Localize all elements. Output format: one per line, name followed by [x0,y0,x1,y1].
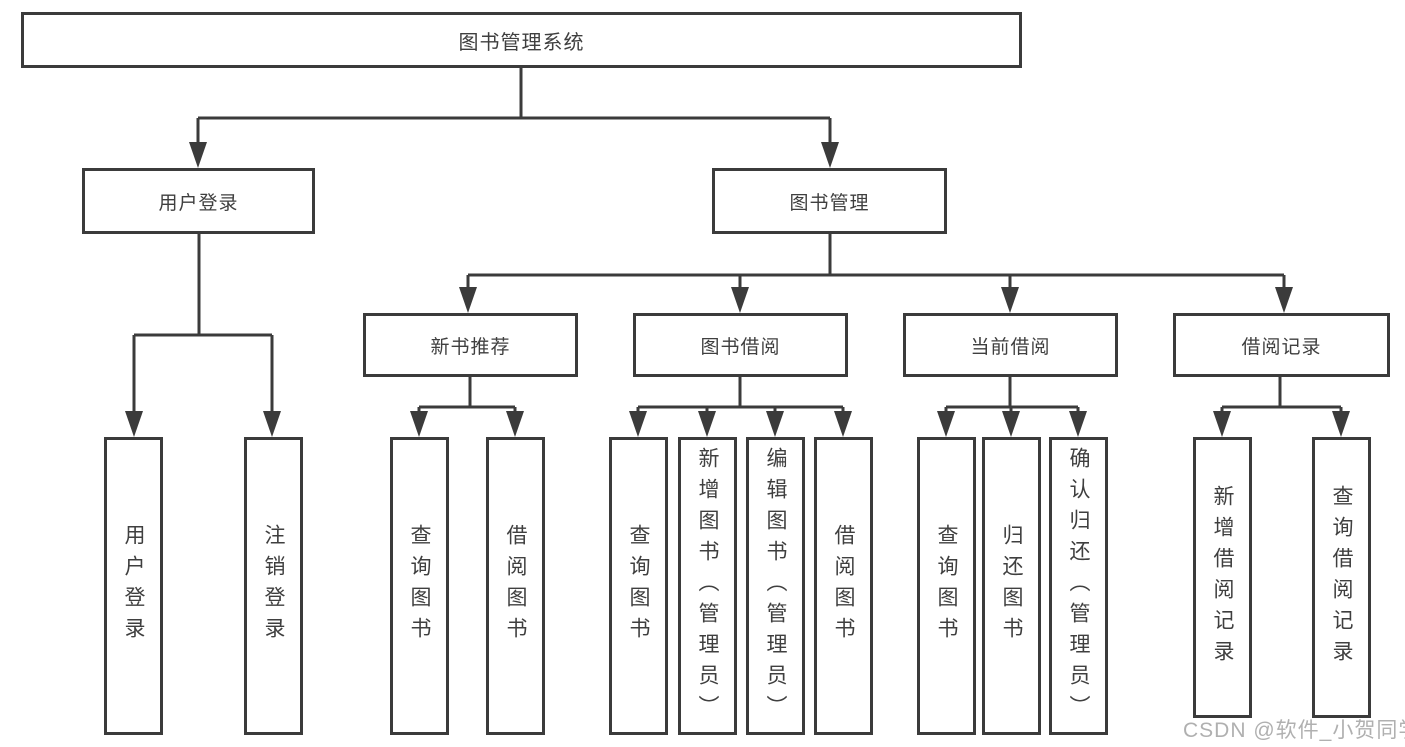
node-label: 确认归还（管理员） [1067,446,1090,726]
connector-book-borrowing-to-leaves [629,377,852,437]
node-label: 图书管理系统 [458,31,585,54]
node-label: 编辑图书（管理员） [764,446,787,726]
node-label: 新增借阅记录 [1211,484,1234,671]
leaf-query-books-3: 查询图书 [917,437,976,735]
node-label: 查询图书 [408,524,431,648]
node-borrowing-records: 借阅记录 [1173,313,1390,377]
node-current-borrowing: 当前借阅 [903,313,1118,377]
leaf-logout: 注销登录 [244,437,303,735]
leaf-add-borrow-record: 新增借阅记录 [1193,437,1252,718]
node-label: 用户登录 [158,192,239,214]
connector-user-login-to-leaves [125,234,281,437]
connector-borrowing-records-to-leaves [1213,377,1350,437]
leaf-borrow-books-1: 借阅图书 [486,437,545,735]
node-label: 借阅图书 [832,524,855,648]
node-label: 新增图书（管理员） [696,446,719,726]
node-label: 用户登录 [122,524,145,648]
leaf-add-books-admin: 新增图书（管理员） [678,437,737,735]
node-label: 注销登录 [262,524,285,648]
watermark: CSDN @软件_小贺同学 [1183,719,1405,742]
leaf-query-books-1: 查询图书 [390,437,449,735]
leaf-confirm-return-admin: 确认归还（管理员） [1049,437,1108,735]
node-label: 查询借阅记录 [1330,484,1353,671]
leaf-query-borrow-record: 查询借阅记录 [1312,437,1371,718]
node-new-book-recommendation: 新书推荐 [363,313,578,377]
node-label: 借阅图书 [504,524,527,648]
node-book-borrowing: 图书借阅 [633,313,848,377]
connector-root-to-level2 [189,68,839,168]
node-user-login: 用户登录 [82,168,315,234]
node-label: 查询图书 [627,524,650,648]
leaf-user-login: 用户登录 [104,437,163,735]
node-label: 借阅记录 [1241,336,1322,358]
leaf-return-books: 归还图书 [982,437,1041,735]
connector-current-borrowing-to-leaves [937,377,1087,437]
leaf-edit-books-admin: 编辑图书（管理员） [746,437,805,735]
node-label: 新书推荐 [430,336,511,358]
node-label: 图书管理 [789,192,870,214]
node-label: 查询图书 [935,524,958,648]
connector-new-book-recommendation-to-leaves [410,377,524,437]
node-book-management: 图书管理 [712,168,947,234]
node-label: 当前借阅 [970,336,1051,358]
connector-book-management-to-level3 [459,234,1293,313]
node-library-system: 图书管理系统 [21,12,1022,68]
node-label: 图书借阅 [700,336,781,358]
leaf-borrow-books-2: 借阅图书 [814,437,873,735]
node-label: 归还图书 [1000,524,1023,648]
leaf-query-books-2: 查询图书 [609,437,668,735]
